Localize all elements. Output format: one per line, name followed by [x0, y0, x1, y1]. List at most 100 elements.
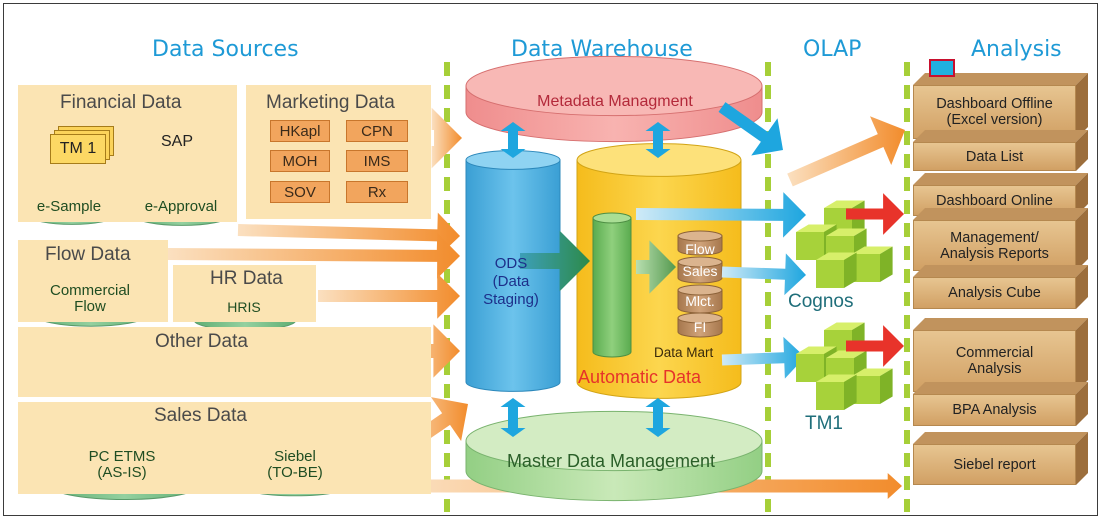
management-reports-box-front: Management/Analysis Reports: [913, 220, 1076, 271]
flow-data-title: Flow Data: [45, 244, 131, 265]
master-data-management-label: Master Data Management: [506, 451, 716, 471]
data-list-box-line-1: Data List: [965, 148, 1024, 165]
tm1-source-doc: TM 1: [50, 134, 106, 164]
marketing-item-rx: Rx: [346, 181, 408, 203]
other-data-title: Other Data: [155, 331, 248, 352]
mart-sales-cyl-body: [677, 261, 723, 284]
tm1-cube-d-top: [852, 368, 893, 376]
analysis-cube-box-side-face: [1076, 265, 1088, 309]
cognos-cube-e-front: [816, 260, 844, 288]
metadata-management-label: Metadata Managment: [537, 93, 693, 110]
header-data-warehouse: Data Warehouse: [511, 37, 693, 62]
data-list-box-top-face: [913, 130, 1088, 142]
hris-label: HRIS: [227, 299, 261, 315]
commercial-analysis-box-top-face: [913, 318, 1088, 330]
dashboard-online-box-top-face: [913, 173, 1088, 185]
data-list-box-front: Data List: [913, 142, 1076, 171]
flow-data-panel: [18, 240, 168, 322]
arrow-sales-to-cognos: [721, 253, 806, 296]
diagram-frame: [3, 3, 1098, 516]
marketing-item-cpn: CPN: [346, 120, 408, 142]
other-data-panel: [18, 327, 431, 397]
data-mart-sales: Sales: [682, 263, 718, 279]
data-mart-label: Data Mart: [654, 345, 714, 360]
header-olap: OLAP: [803, 37, 862, 62]
data-mart-mlct: Mlct.: [685, 293, 715, 309]
arrow-ods-master: [500, 398, 526, 437]
pc-etms-label: PC ETMS (AS-IS): [47, 449, 197, 481]
analysis-cube-box-line-1: Analysis Cube: [948, 285, 1041, 301]
analysis-cube-box-top-face: [913, 265, 1088, 277]
siebel-report-box-label: Siebel report: [953, 457, 1035, 473]
tm1-cube-d-side: [880, 368, 893, 404]
ods-line1: ODS: [494, 255, 528, 272]
siebel-report-box-top-face: [913, 432, 1088, 444]
legend-marker-icon: [929, 59, 955, 77]
cognos-cube-a-top: [824, 200, 865, 208]
tm1-cube-d-front: [852, 376, 880, 404]
sales-data-title: Sales Data: [154, 405, 247, 426]
bpa-analysis-box-bevel: [913, 382, 1088, 426]
marketing-item-sov: SOV: [270, 181, 330, 203]
master-data-cylinder-top: [465, 410, 763, 472]
tm1-cube-a-top: [824, 322, 865, 330]
pc-etms-line2: (AS-IS): [97, 464, 147, 481]
marketing-data-title: Marketing Data: [266, 92, 395, 113]
commercial-flow-line2: Flow: [74, 298, 106, 315]
management-reports-box-line-2: Analysis Reports: [940, 245, 1049, 262]
arrow-financial-to-ods: [237, 212, 460, 259]
management-reports-box-side-face: [1076, 208, 1088, 271]
mart-sales-cyl-top: [677, 256, 723, 268]
cognos-cube-d-top: [852, 246, 893, 254]
commercial-analysis-box-side-face: [1076, 318, 1088, 392]
dashboard-offline-box-line-1: Dashboard Offline: [936, 96, 1053, 112]
analysis-cube-box-front: Analysis Cube: [913, 277, 1076, 309]
commercial-flow-line1: Commercial: [49, 282, 130, 299]
marketing-item-hkapl: HKapl: [270, 120, 330, 142]
siebel-report-box-bevel: [913, 432, 1088, 485]
bpa-analysis-box: BPA Analysis: [913, 382, 1088, 426]
data-mart-fi: FI: [693, 319, 707, 335]
management-reports-box-line-1: Management/: [950, 229, 1039, 246]
sales-data-panel: [18, 402, 431, 494]
siebel-source-label: Siebel (TO-BE): [240, 449, 350, 481]
data-list-box-label: Data List: [966, 149, 1023, 165]
arrow-hr-to-ods: [318, 273, 460, 319]
management-reports-box: Management/Analysis Reports: [913, 208, 1088, 271]
commercial-analysis-box-bevel: [913, 318, 1088, 392]
header-analysis: Analysis: [971, 37, 1062, 62]
dashboard-offline-box-label: Dashboard Offline(Excel version): [936, 96, 1053, 128]
arrow-auto-master: [645, 398, 671, 437]
bpa-analysis-box-side-face: [1076, 382, 1088, 426]
dashboard-online-box-bevel: [913, 173, 1088, 216]
arrow-metadata-to-olap: [718, 102, 783, 156]
arrow-cognos-to-dashboard: [846, 193, 904, 235]
arrow-flow-to-ods: [167, 233, 460, 279]
analysis-cube-box-bevel: [913, 265, 1088, 309]
siebel-source-line2: (TO-BE): [267, 464, 323, 481]
data-mart-flow: Flow: [685, 241, 715, 257]
hr-data-panel: [173, 265, 316, 322]
mart-mlct-cyl-top: [677, 284, 723, 296]
siebel-report-box-line-1: Siebel report: [953, 456, 1036, 473]
siebel-source-line1: Siebel: [274, 448, 316, 465]
arrow-marketing-to-ods: [431, 107, 462, 169]
dashboard-online-box-line-1: Dashboard Online: [936, 192, 1053, 209]
arrow-auto-to-tm1: [721, 336, 805, 379]
cognos-label: Cognos: [788, 291, 854, 312]
siebel-report-box-front: Siebel report: [913, 444, 1076, 485]
management-reports-box-top-face: [913, 208, 1088, 220]
cognos-cube-b-top: [796, 224, 837, 232]
arrow-staging-to-marts: [636, 240, 676, 294]
data-list-box-side-face: [1076, 130, 1088, 171]
cognos-cube-b-front: [796, 232, 824, 260]
marketing-item-moh: MOH: [270, 150, 330, 172]
dashboard-offline-box-top-face: [913, 73, 1088, 85]
e-sample-label: e-Sample: [36, 198, 102, 215]
sap-label: SAP: [161, 133, 194, 150]
dashboard-offline-box-side-face: [1076, 73, 1088, 139]
commercial-flow-label: Commercial Flow: [35, 283, 145, 315]
bpa-analysis-box-front: BPA Analysis: [913, 394, 1076, 426]
